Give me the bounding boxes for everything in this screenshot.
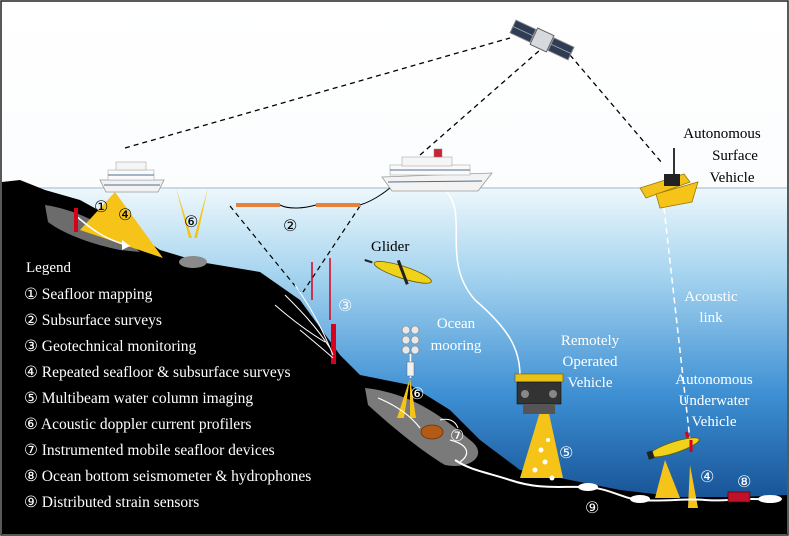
bubbles [532,438,555,481]
mooring-adcp-beam-b [410,378,416,418]
marker-3: ③ [338,296,352,315]
legend: Legend ① Seafloor mapping ② Subsurface s… [24,260,311,511]
auv-label-2: Underwater [679,393,750,409]
asv-label-2: Surface [712,148,758,164]
satellite-links [124,37,663,164]
acoustic-link-line [663,207,691,441]
marker-7: ⑦ [450,426,464,445]
seismometer-icon [727,491,751,503]
glider-icon [364,259,432,285]
sonar-cone-auv-a [655,460,680,498]
legend-item: ⑨ Distributed strain sensors [24,494,199,511]
auv-label-1: Autonomous [675,372,753,388]
device-path [439,418,459,429]
ship-icon [381,148,493,192]
ocean-mooring-label-1: Ocean [437,316,476,332]
fault-lines [274,284,334,359]
acoustic-link-label-1: Acoustic [684,289,738,305]
marker-9: ⑨ [585,498,599,517]
ship-icon [99,161,165,193]
marker-8: ⑧ [737,472,751,491]
seafloor [2,180,787,534]
streamer-left [236,203,280,207]
legend-item: ③ Geotechnical monitoring [24,338,197,355]
streamer-right [316,203,360,207]
rov-tether [444,189,521,377]
sonar-cone-auv-b [688,465,698,508]
rov-label-3: Vehicle [568,375,613,391]
marker-4-left: ④ [118,205,132,224]
flow-arrowhead-left [122,240,130,250]
marker-4-right: ④ [700,467,714,486]
legend-item: ⑦ Instrumented mobile seafloor devices [24,442,275,459]
surface-vehicle-icon [639,148,699,209]
sonar-cone-4 [80,192,163,258]
rov-icon [514,373,564,414]
flow-arrow-right-b [449,439,468,463]
satellite-icon [509,19,575,61]
sediment-mound-right [365,388,479,466]
marker-6-mooring: ⑥ [410,384,424,403]
streamer-tow [359,187,391,206]
acoustic-link-label-2: link [699,310,723,326]
auv-icon [646,431,700,460]
mooring-adcp-beam-a [397,378,410,418]
adcp-beam-b [194,188,208,238]
ocean-mooring-label-2: mooring [431,338,482,354]
glider-label: Glider [371,239,409,255]
legend-item: ⑧ Ocean bottom seismometer & hydrophones [24,468,311,485]
legend-item: ④ Repeated seafloor & subsurface surveys [24,364,291,381]
geotech-probe-3 [331,324,336,364]
rov-label-2: Operated [563,354,618,370]
marker-1: ① [94,197,108,216]
rov-label-1: Remotely [561,333,620,349]
mooring-buoys-icon [401,325,420,378]
mobile-seafloor-device-icon [420,424,444,440]
strain-cable [454,459,771,502]
asv-label-3: Vehicle [710,170,755,186]
legend-title: Legend [26,260,71,276]
adcp-beam-a [176,188,192,238]
strain-nodes [578,483,782,503]
multibeam-cone-5 [520,395,563,478]
legend-item: ⑤ Multibeam water column imaging [24,390,253,407]
marker-2: ② [283,216,297,235]
auv-label-3: Vehicle [692,414,737,430]
marker-5: ⑤ [559,443,573,462]
asv-label-1: Autonomous [683,126,761,142]
streamer-link [279,204,317,209]
flow-arrow-right [377,397,421,429]
legend-item: ① Seafloor mapping [24,286,153,303]
adcp-base [179,256,207,268]
legend-item: ⑥ Acoustic doppler current profilers [24,416,251,433]
legend-item: ② Subsurface surveys [24,312,162,329]
marker-6-top: ⑥ [184,212,198,231]
